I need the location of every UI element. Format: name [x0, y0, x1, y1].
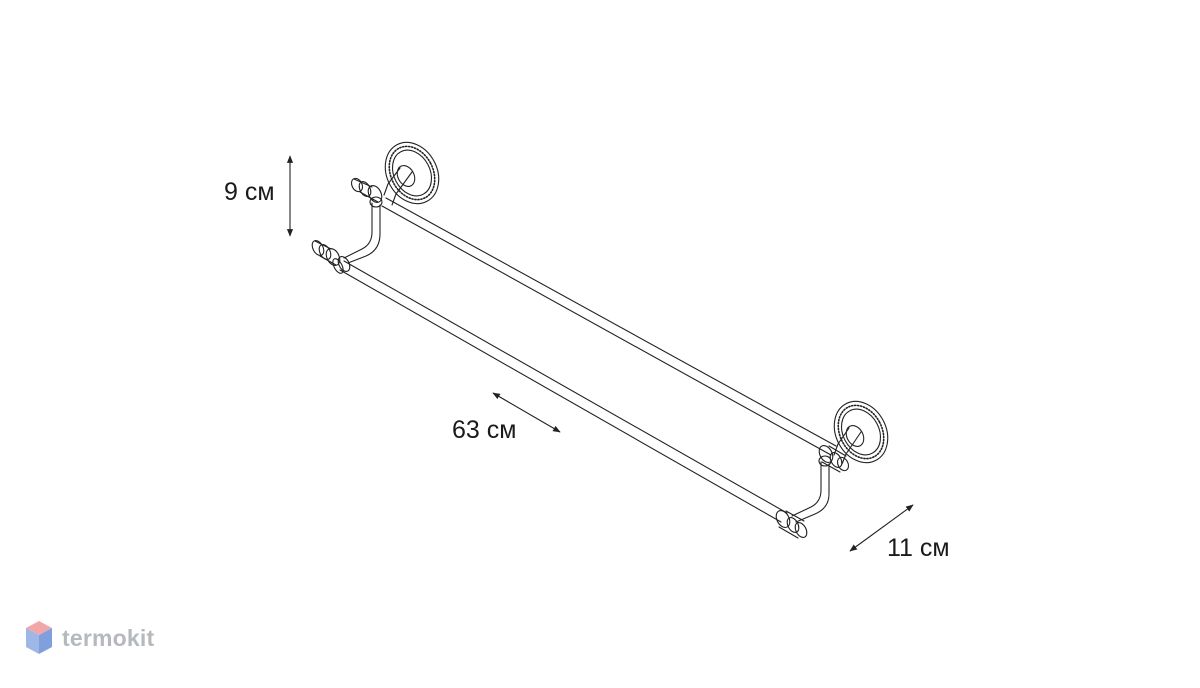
front-rail: [339, 260, 788, 523]
length-dimension-label: 63 см: [452, 416, 517, 444]
right-upper-end-cap: [818, 445, 850, 473]
back-rail: [381, 197, 837, 456]
left-upper-end-cap: [350, 177, 383, 203]
depth-dimension-arrow: [849, 504, 914, 552]
right-bracket: [791, 455, 832, 523]
left-lower-end-cap: [311, 240, 341, 266]
brand-logo: termokit: [24, 618, 154, 658]
depth-dimension-label: 11 см: [887, 534, 950, 562]
length-dimension-arrow: [492, 392, 561, 433]
cube-logo-icon: [26, 621, 52, 654]
brand-name: termokit: [62, 624, 155, 651]
right-lower-end-cap: [775, 510, 808, 539]
right-wall-mount: [833, 400, 889, 465]
left-wall-mount: [383, 141, 440, 206]
height-dimension-label: 9 см: [224, 178, 275, 206]
left-bracket: [332, 196, 383, 274]
